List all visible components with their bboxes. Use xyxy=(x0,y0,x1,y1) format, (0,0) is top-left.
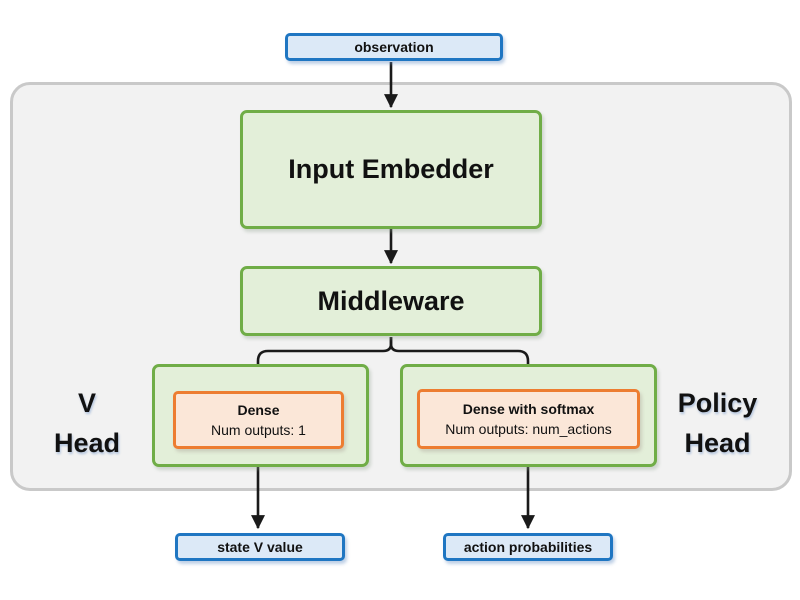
node-action-probabilities: action probabilities xyxy=(443,533,613,561)
action-probabilities-label: action probabilities xyxy=(463,539,593,555)
state-v-value-label: state V value xyxy=(217,539,303,555)
node-state-v-value: state V value xyxy=(175,533,345,561)
label-v-head: V Head xyxy=(53,388,121,458)
policy-head-dense-subtitle: Num outputs: num_actions xyxy=(445,421,612,437)
node-input-embedder: Input Embedder xyxy=(240,110,542,229)
node-policy-head-dense: Dense with softmax Num outputs: num_acti… xyxy=(417,389,640,449)
policy-head-dense-title: Dense with softmax xyxy=(462,401,595,417)
v-head-dense-subtitle: Num outputs: 1 xyxy=(211,422,306,438)
label-policy-head: Policy Head xyxy=(677,388,758,458)
input-embedder-label: Input Embedder xyxy=(288,154,494,184)
middleware-label: Middleware xyxy=(317,285,465,316)
node-v-head-dense: Dense Num outputs: 1 xyxy=(173,391,344,449)
node-observation: observation xyxy=(285,33,503,61)
v-head-dense-title: Dense xyxy=(237,402,280,418)
node-middleware: Middleware xyxy=(240,266,542,336)
observation-label: observation xyxy=(354,39,434,55)
